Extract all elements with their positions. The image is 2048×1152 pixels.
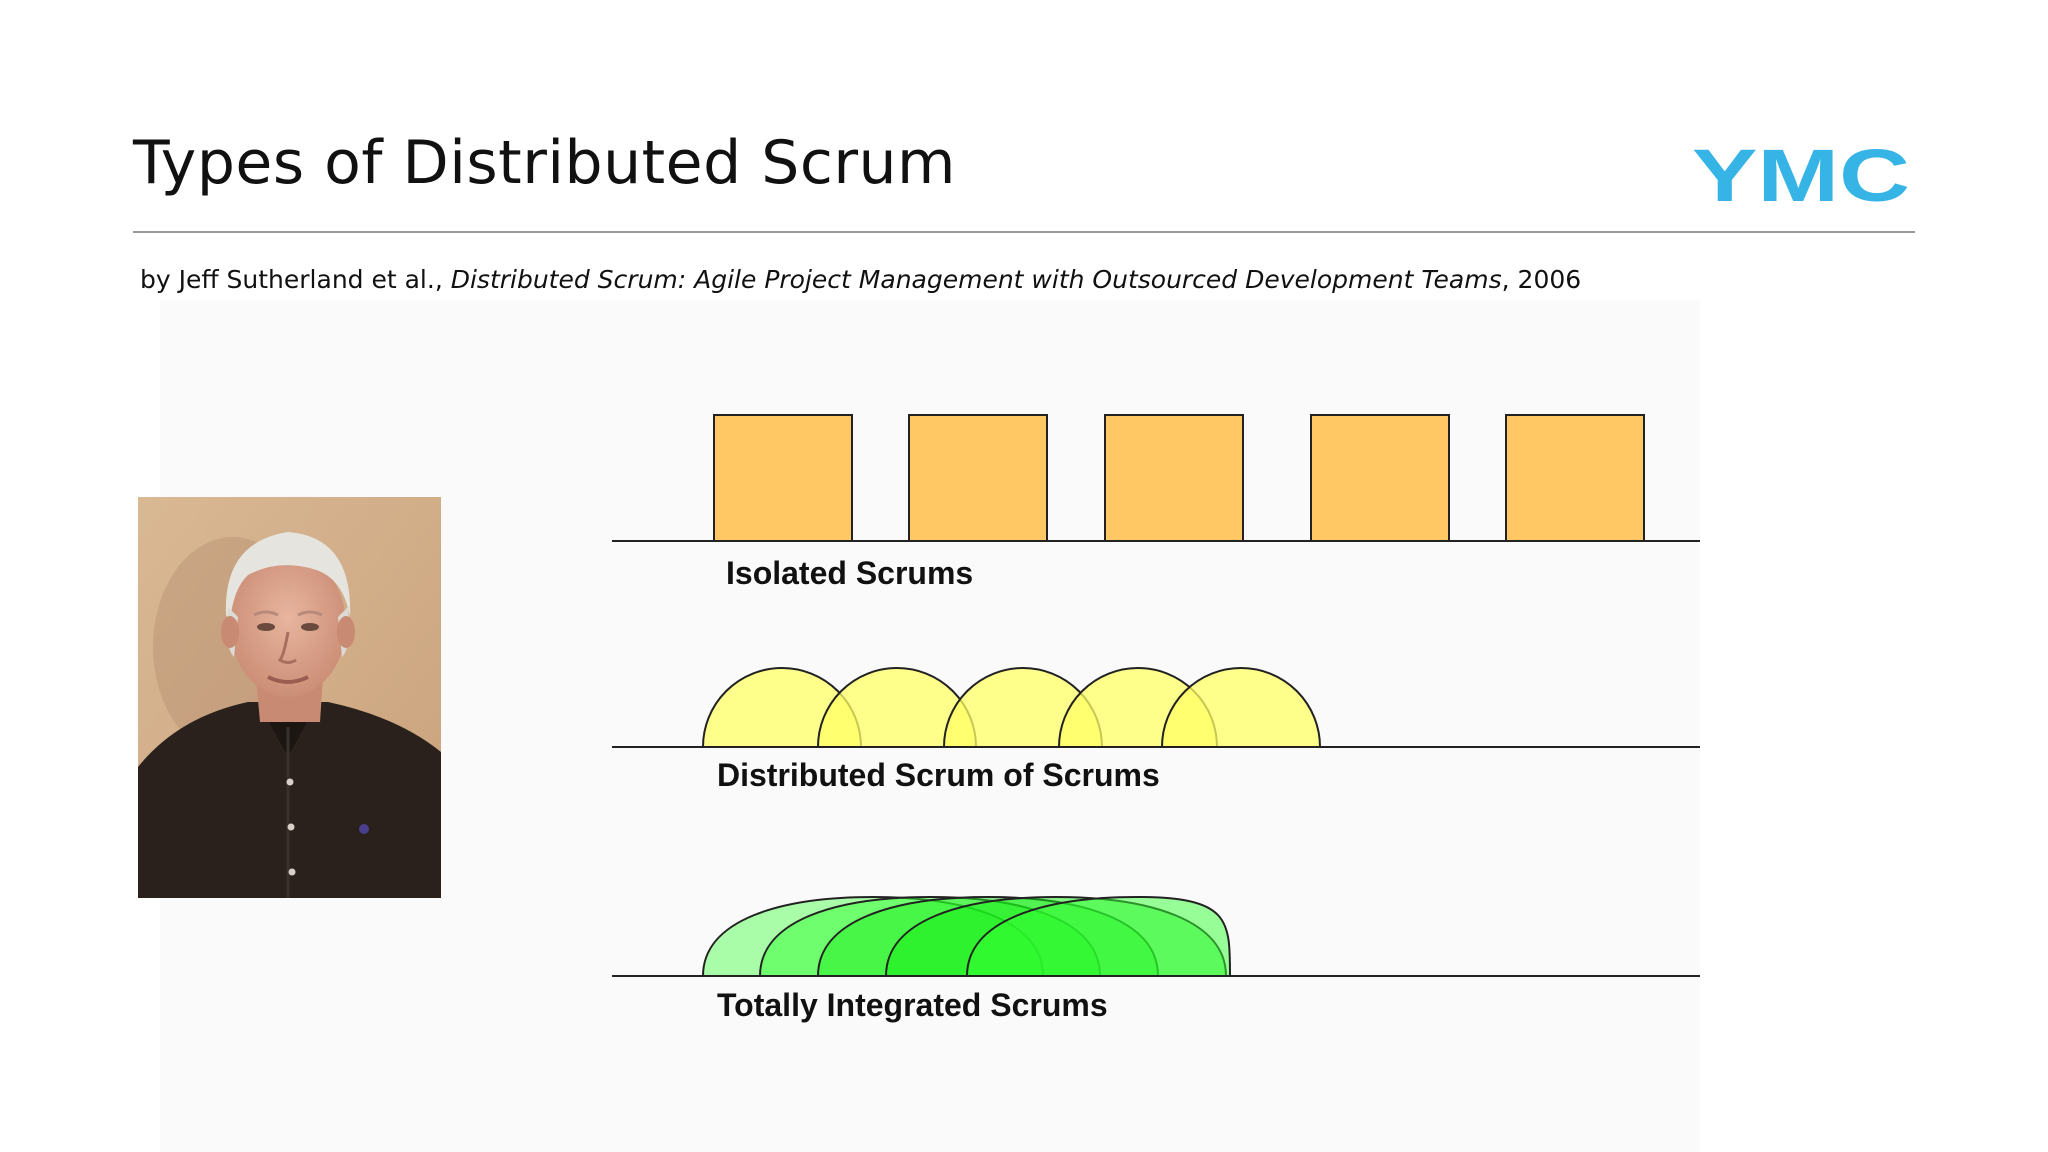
- integrated-scrums-group: Totally Integrated Scrums: [612, 895, 1700, 1023]
- team-box: [908, 414, 1048, 542]
- citation-book-title: Distributed Scrum: Agile Project Managem…: [450, 265, 1502, 294]
- citation: by Jeff Sutherland et al., Distributed S…: [140, 265, 1581, 294]
- scrum-of-scrums-group: Distributed Scrum of Scrums: [612, 667, 1700, 793]
- team-semicircle: [1160, 667, 1322, 748]
- team-box: [1505, 414, 1645, 542]
- author-photo: [138, 497, 441, 898]
- row-label-isolated: Isolated Scrums: [726, 555, 973, 591]
- citation-year: , 2006: [1501, 265, 1582, 294]
- citation-author: by Jeff Sutherland et al.,: [140, 265, 451, 294]
- row-label-integrated: Totally Integrated Scrums: [717, 987, 1108, 1023]
- team-box: [1104, 414, 1244, 542]
- ymc-logo: YMC: [1692, 145, 1910, 207]
- row-label-scrum-of-scrums: Distributed Scrum of Scrums: [717, 757, 1160, 793]
- slide-title: Types of Distributed Scrum: [133, 128, 956, 198]
- team-box: [1310, 414, 1450, 542]
- distributed-scrum-diagram: Isolated Scrums Distributed Scrum of Scr…: [612, 414, 1700, 1023]
- team-dome: [965, 895, 1232, 977]
- team-box: [713, 414, 853, 542]
- title-divider: [133, 231, 1915, 233]
- isolated-scrums-group: Isolated Scrums: [612, 414, 1700, 591]
- svg-text:YMC: YMC: [1692, 145, 1910, 207]
